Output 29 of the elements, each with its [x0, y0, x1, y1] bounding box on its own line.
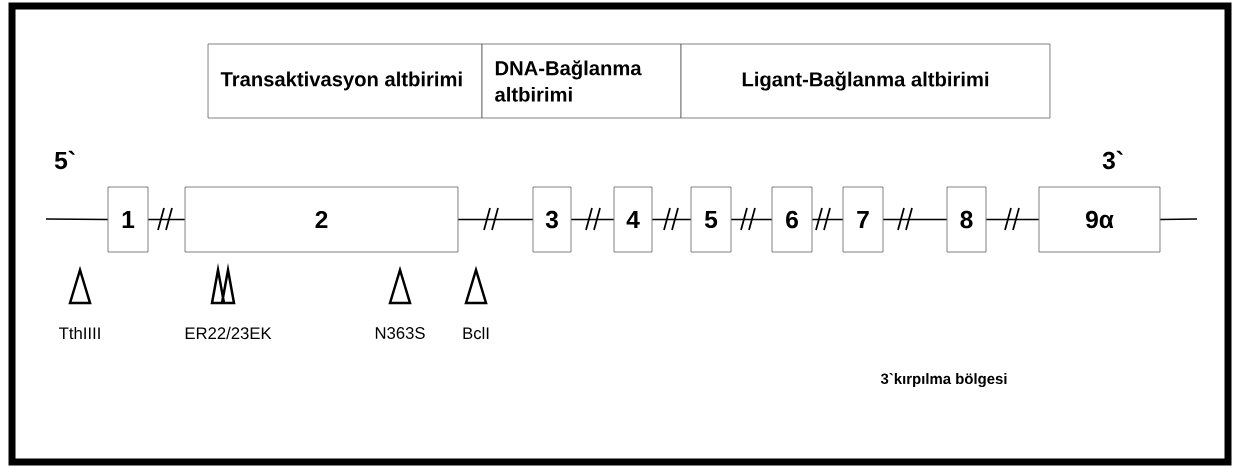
exon-box: 3	[532, 186, 572, 253]
variant-label: ER22/23EK	[185, 326, 272, 340]
domain-box: Ligant-Bağlanma altbirimi	[680, 43, 1051, 119]
exon-box: 6	[771, 186, 813, 253]
intron-line	[882, 218, 948, 221]
exon-box: 8	[946, 186, 987, 253]
variant-label: BclI	[463, 326, 489, 340]
intron-line	[1159, 218, 1198, 221]
domain-box: DNA-Bağlanma altbirimi	[481, 43, 682, 119]
intron-line	[45, 218, 109, 221]
intron-line	[457, 218, 534, 221]
exon-box: 5	[690, 186, 732, 253]
exon-box: 1	[107, 186, 149, 253]
exon-box: 9α	[1038, 186, 1161, 253]
variant-label: TthIIII	[59, 326, 100, 340]
region-label: 3`kırpılma bölgesi	[880, 372, 1007, 388]
intron-line	[651, 218, 692, 221]
intron-line	[147, 218, 186, 221]
strand-end-label: 5`	[54, 150, 75, 170]
exon-box: 7	[842, 186, 884, 253]
exon-box: 4	[613, 186, 653, 253]
strand-end-label: 3`	[1102, 150, 1123, 170]
intron-line	[811, 218, 844, 221]
domain-box: Transaktivasyon altbirimi	[207, 43, 483, 119]
intron-line	[985, 218, 1040, 221]
exon-box: 2	[184, 186, 459, 253]
intron-line	[730, 218, 773, 221]
intron-line	[570, 218, 615, 221]
variant-label: N363S	[375, 327, 425, 339]
